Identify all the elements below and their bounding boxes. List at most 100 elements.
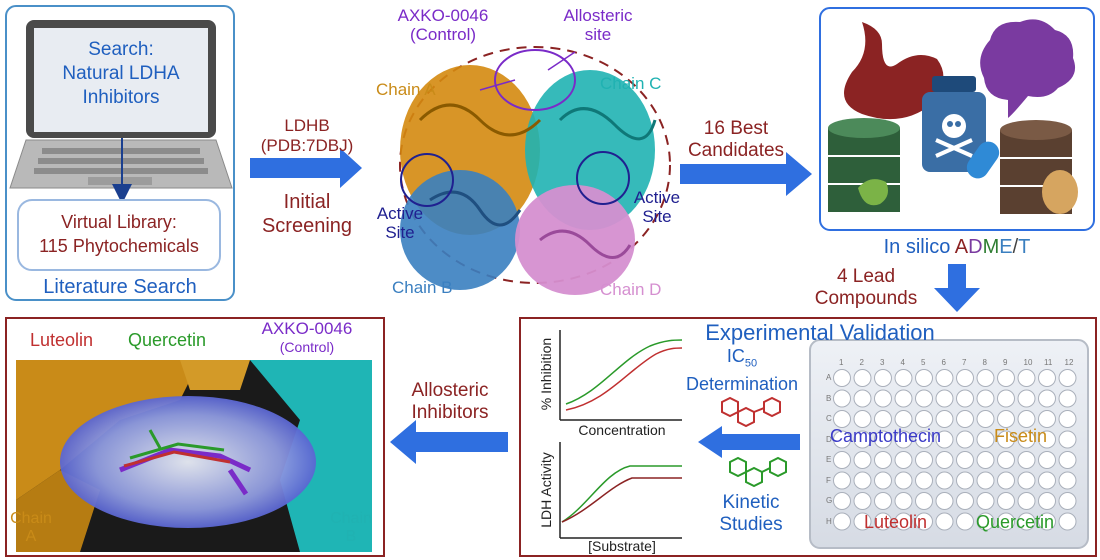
- plate-well: [997, 512, 1015, 531]
- plate-well: [956, 512, 974, 531]
- adme-letter-m: M: [982, 236, 1000, 258]
- kinetic-label: Kinetic Studies: [698, 492, 804, 536]
- toxicity-bottle-icon: [922, 76, 986, 172]
- plate-well: [915, 389, 933, 408]
- plate-well: [997, 410, 1015, 428]
- laptop-text: Search: Natural LDHA Inhibitors: [40, 38, 202, 110]
- plate-well: [915, 410, 933, 428]
- plate-well: [997, 369, 1015, 387]
- plate-well: [956, 430, 974, 449]
- plate-well: [997, 451, 1015, 469]
- plate-row-label: A: [826, 373, 832, 382]
- plot2-xlabel: [Substrate]: [588, 538, 656, 554]
- plate-well: [894, 451, 913, 469]
- plate-well: [833, 389, 851, 408]
- control-label: AXKO-0046 (Control): [388, 6, 498, 44]
- plate-row-label: H: [826, 516, 832, 526]
- arrow-validation-left: [698, 426, 800, 458]
- plate-column-label: 3: [880, 358, 885, 367]
- plate-well: [976, 430, 995, 449]
- protein-structure: [399, 46, 671, 295]
- allosteric-site-label: Allosteric site: [548, 6, 648, 44]
- adme-letter-t: T: [1018, 236, 1031, 258]
- target-line-1: LDHB: [284, 116, 330, 135]
- plate-well: [894, 369, 913, 387]
- plate-well: [1017, 471, 1036, 490]
- plate-well: [956, 369, 974, 387]
- plate-well: [1017, 492, 1036, 510]
- plate-well: [935, 369, 954, 387]
- allosteric-line-2: site: [584, 25, 612, 44]
- plate-well: [956, 451, 974, 469]
- plate-well: [853, 492, 872, 510]
- laptop-line-2: Natural LDHA: [62, 63, 180, 84]
- plate-well: [874, 471, 892, 490]
- laptop-line-1: Search:: [88, 39, 154, 60]
- candidates-line-2: Candidates: [687, 140, 785, 161]
- plate-well: [997, 389, 1015, 408]
- literature-caption: Literature Search: [43, 276, 197, 298]
- plate-well: [833, 430, 851, 449]
- molecule-green-icon: [729, 456, 787, 488]
- brain-icon: [980, 19, 1076, 118]
- plate-well: [915, 471, 933, 490]
- plate-well: [1017, 430, 1036, 449]
- plate-well: [1058, 430, 1077, 449]
- plot1-ylabel: % Inhibition: [538, 337, 554, 411]
- plate-well: [997, 492, 1015, 510]
- candidates-label: 16 Best Candidates: [670, 118, 802, 162]
- screening-label: Initial Screening: [246, 190, 368, 238]
- plate-well: [935, 430, 954, 449]
- plate-well: [976, 471, 995, 490]
- library-line-2: 115 Phytochemicals: [39, 236, 199, 256]
- adme-slash: /: [1012, 236, 1019, 258]
- laptop-line-3: Inhibitors: [82, 87, 160, 108]
- compound-fisetin: Fisetin: [994, 426, 1048, 446]
- plate-well: [1038, 410, 1056, 428]
- chain-b-label: Chain B: [392, 278, 453, 297]
- ic50-label: IC50 Determination: [680, 346, 804, 394]
- plate-row-label: B: [826, 393, 832, 403]
- plate-well: [894, 512, 913, 531]
- docking-chain-b: Chain B: [326, 510, 376, 546]
- library-line-1: Virtual Library:: [61, 212, 177, 232]
- plate-well: [976, 410, 995, 428]
- active-right-line-1: Active: [633, 188, 681, 207]
- plate-row-label: C: [826, 414, 832, 423]
- active-left-line-2: Site: [385, 223, 415, 242]
- plate-well: [894, 410, 913, 428]
- plate-well: [1058, 451, 1077, 469]
- stomach-icon: [844, 22, 944, 120]
- plate-well: [956, 410, 974, 428]
- plate-well: [915, 369, 933, 387]
- docking-chain-b-line-1: Chain: [330, 510, 372, 527]
- kinetic-line-1: Kinetic: [722, 492, 780, 513]
- plot1-xlabel: Concentration: [578, 422, 666, 438]
- adme-letter-e: E: [999, 236, 1013, 258]
- plate-well: [976, 512, 995, 531]
- plate-column-label: 2: [859, 358, 864, 367]
- plate-well: [935, 389, 954, 408]
- plate-well: [1017, 512, 1036, 531]
- plate-well: [976, 492, 995, 510]
- library-text: Virtual Library: 115 Phytochemicals: [20, 210, 218, 258]
- target-line-2: (PDB:7DBJ): [260, 136, 354, 155]
- plate-well: [935, 410, 954, 428]
- chain-d-label: Chain D: [600, 280, 662, 299]
- plate-column-label: 11: [1044, 358, 1053, 367]
- plate-well: [915, 451, 933, 469]
- docking-chain-a-line-1: Chain: [10, 510, 52, 527]
- plate-column-label: 12: [1064, 358, 1074, 367]
- plate-row-label: E: [826, 455, 832, 464]
- plate-well: [1058, 471, 1077, 490]
- plot2-ylabel: LDH Activity: [538, 452, 554, 528]
- chain-c-label: Chain C: [600, 74, 662, 93]
- active-site-right: Active Site: [622, 188, 692, 226]
- plate-well: [1017, 451, 1036, 469]
- plate-well: [894, 430, 913, 449]
- plate-row-label: G: [826, 496, 833, 505]
- plate-well: [833, 492, 851, 510]
- plate-column-label: 9: [1003, 358, 1008, 367]
